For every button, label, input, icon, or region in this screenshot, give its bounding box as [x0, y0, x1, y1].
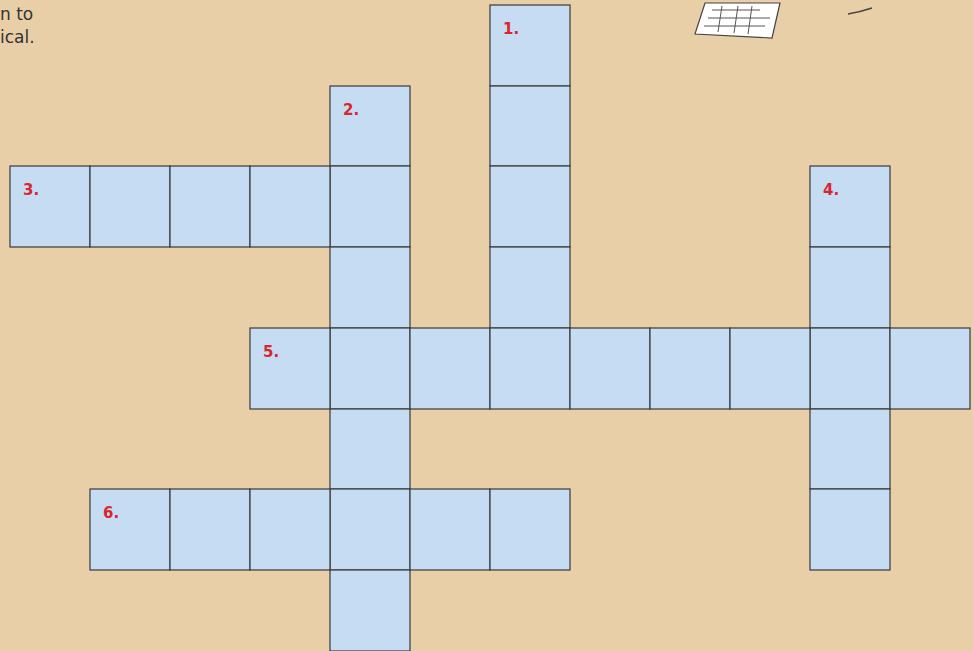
callout-number: 5.: [263, 343, 279, 361]
crossword-paper-icon: [695, 3, 872, 38]
callout-number: 6.: [103, 504, 119, 522]
instruction-text: ical.: [0, 26, 35, 48]
instruction-text: n to: [0, 3, 33, 25]
callout-number: 1.: [503, 20, 519, 38]
callout-number: 2.: [343, 101, 359, 119]
callout-number: 4.: [823, 181, 839, 199]
callout-number: 3.: [23, 181, 39, 199]
